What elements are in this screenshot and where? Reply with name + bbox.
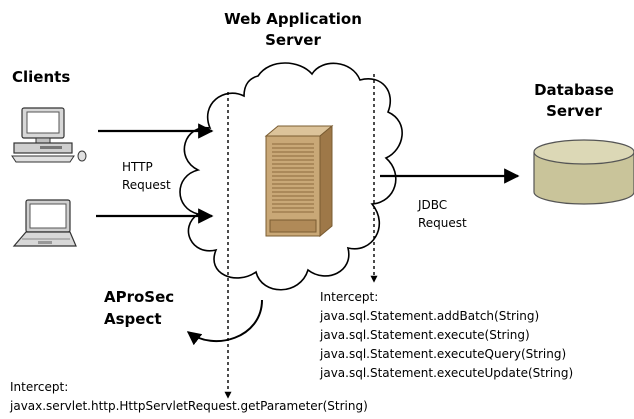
servlet-intercept-list: Intercept: javax.servlet.http.HttpServle… bbox=[10, 378, 368, 416]
http-label-line-2: Request bbox=[122, 178, 171, 192]
intercept-method-executeupdate: java.sql.Statement.executeUpdate(String) bbox=[320, 366, 574, 380]
http-label-line-1: HTTP bbox=[122, 160, 153, 174]
jdbc-intercept-list: Intercept: java.sql.Statement.addBatch(S… bbox=[320, 288, 573, 383]
database-cylinder-icon bbox=[533, 139, 634, 205]
clients-label: Clients bbox=[12, 68, 71, 86]
aspect-label-line-1: AProSec bbox=[104, 288, 175, 306]
jdbc-label-line-1: JDBC bbox=[418, 198, 448, 212]
server-title-line-1: Web Application bbox=[224, 10, 362, 28]
database-server-label: Database Server bbox=[524, 80, 624, 122]
desktop-computer-icon bbox=[11, 107, 87, 163]
aprosec-aspect-label: AProSec Aspect bbox=[104, 286, 174, 330]
server-title-line-2: Server bbox=[265, 31, 321, 49]
jdbc-intercept-heading: Intercept: bbox=[320, 290, 379, 304]
jdbc-label-line-2: Request bbox=[418, 216, 467, 230]
database-label-line-2: Server bbox=[546, 102, 602, 120]
server-tower-icon bbox=[264, 124, 334, 238]
intercept-method-execute: java.sql.Statement.execute(String) bbox=[320, 328, 530, 342]
aspect-label-line-2: Aspect bbox=[104, 310, 162, 328]
intercept-method-addbatch: java.sql.Statement.addBatch(String) bbox=[320, 309, 540, 323]
intercept-method-getparameter: javax.servlet.http.HttpServletRequest.ge… bbox=[10, 399, 368, 413]
http-request-label: HTTP Request bbox=[122, 158, 171, 194]
server-title: Web Application Server bbox=[213, 9, 373, 51]
jdbc-request-label: JDBC Request bbox=[418, 196, 467, 232]
database-label-line-1: Database bbox=[534, 81, 614, 99]
intercept-method-executequery: java.sql.Statement.executeQuery(String) bbox=[320, 347, 567, 361]
servlet-intercept-heading: Intercept: bbox=[10, 380, 69, 394]
aspect-arrow bbox=[186, 299, 263, 346]
laptop-computer-icon bbox=[12, 199, 77, 247]
